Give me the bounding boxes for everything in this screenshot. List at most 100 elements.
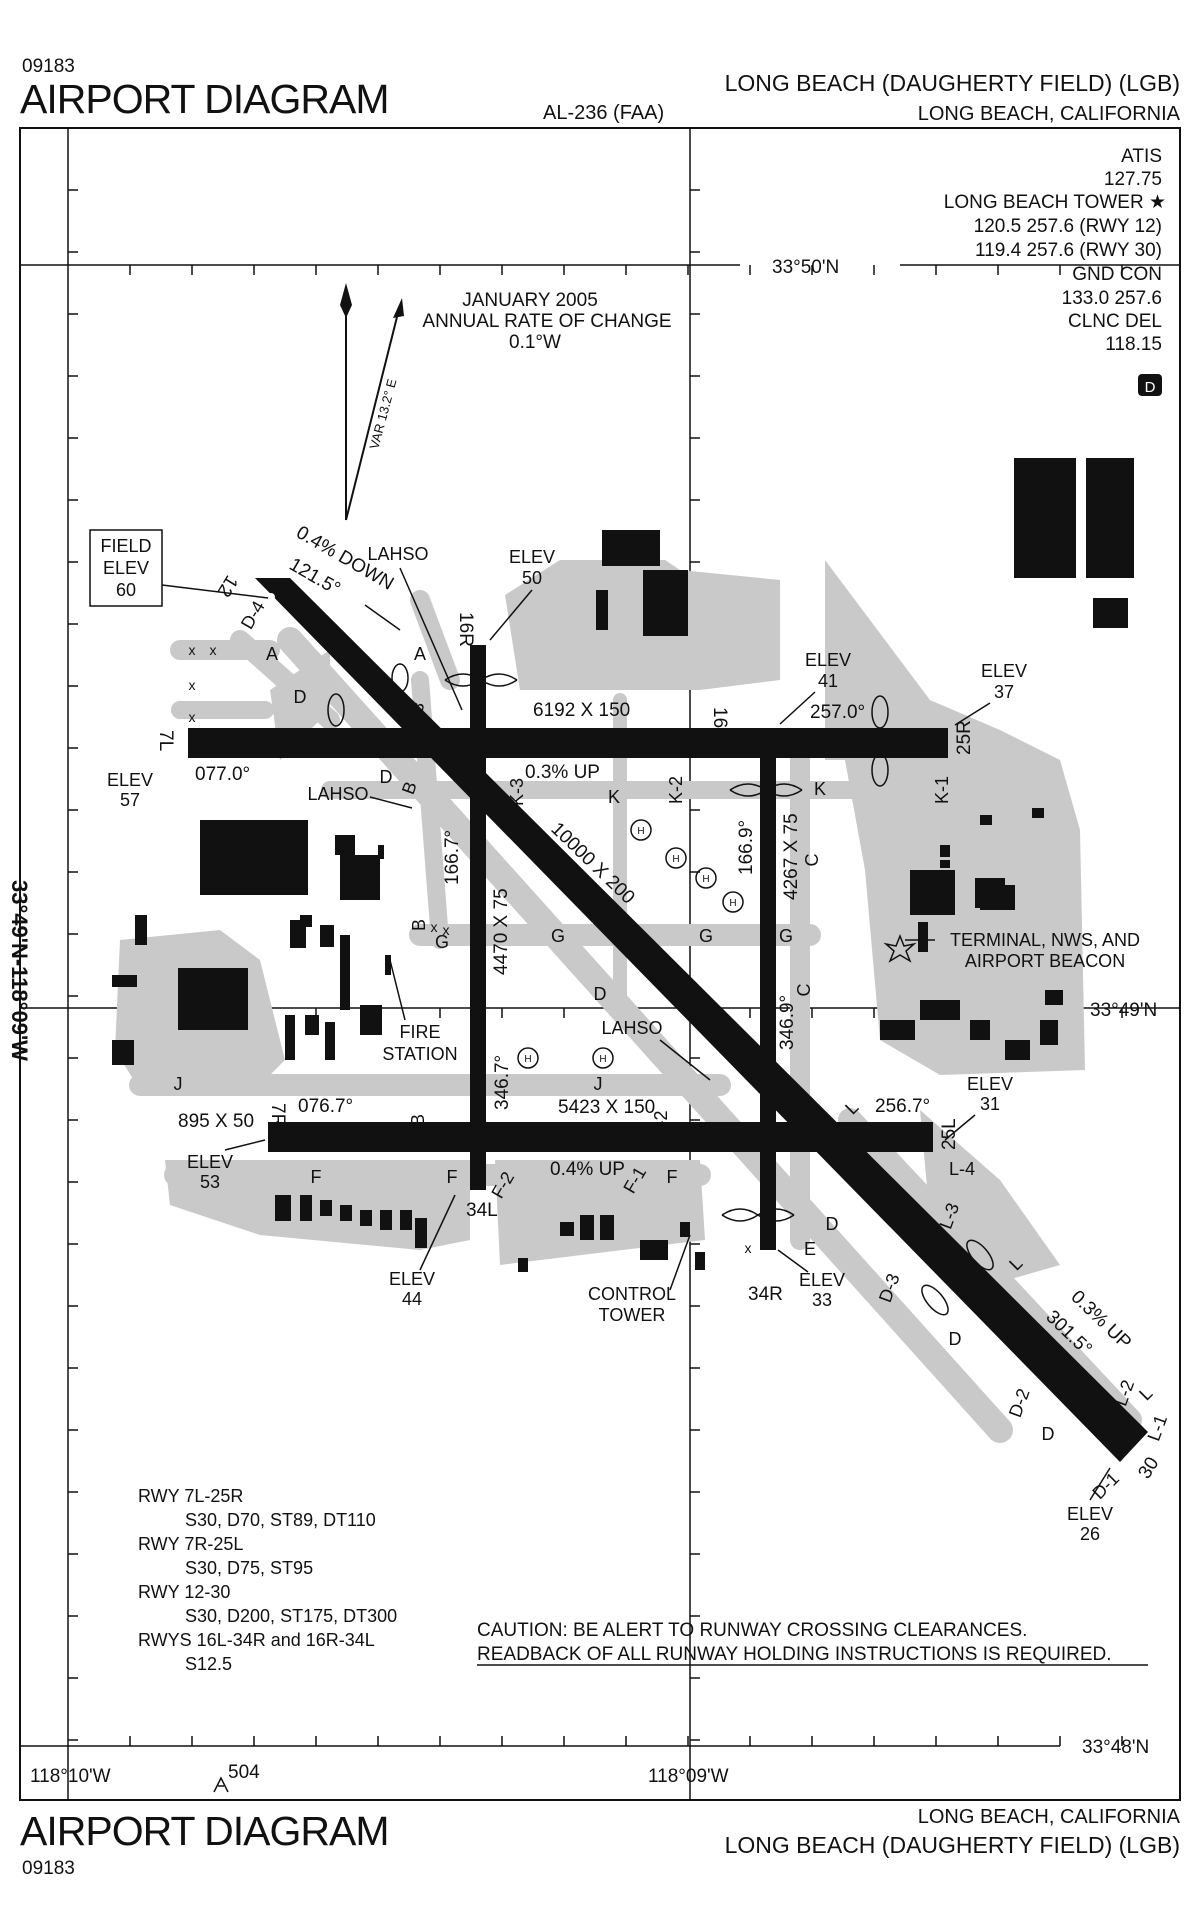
- lahso-symbol: [444, 673, 518, 687]
- atis-frequency: 127.75: [1104, 169, 1162, 190]
- runway-labels: 7L 25R 6192 X 150 077.0° 257.0° 7R 25L 5…: [155, 522, 1163, 1483]
- airport-name: LONG BEACH (DAUGHERTY FIELD) (LGB): [724, 70, 1180, 96]
- leader: [399, 567, 463, 711]
- rwy-strength-runway: RWY 12-30: [138, 1582, 230, 1602]
- building: [596, 590, 608, 630]
- building: [918, 922, 928, 952]
- field-elev-leader: [161, 584, 269, 599]
- rwy-16l-34r-size: 4267 X 75: [781, 813, 802, 900]
- leader: [364, 604, 401, 631]
- building: [380, 1210, 392, 1230]
- building: [560, 1222, 574, 1236]
- building: [340, 1205, 352, 1221]
- x-mark: x: [189, 709, 196, 725]
- elev-53: 53: [200, 1172, 220, 1192]
- taxiway-F-label: F: [447, 1167, 458, 1187]
- building: [378, 845, 384, 859]
- helipad-label: H: [599, 1054, 606, 1065]
- helipad: [592, 1047, 614, 1069]
- building: [340, 935, 350, 1010]
- building: [285, 1015, 295, 1060]
- building: [915, 895, 950, 901]
- building: [360, 1210, 372, 1226]
- taxiway-K-label: K: [814, 779, 826, 799]
- building: [200, 820, 308, 895]
- runway-12-30: [255, 578, 1148, 1462]
- building: [695, 1252, 705, 1270]
- rwy-16r-slope: 0.3% UP: [525, 762, 600, 783]
- building: [1093, 598, 1128, 628]
- field-elev-value: 60: [116, 580, 136, 600]
- building: [600, 1215, 614, 1240]
- footer-airport-name: LONG BEACH (DAUGHERTY FIELD) (LGB): [724, 1832, 1180, 1858]
- helipad-label: H: [637, 826, 644, 837]
- building: [1040, 1020, 1058, 1045]
- rwy-34r-label: 34R: [748, 1284, 783, 1305]
- elev-50: 50: [522, 568, 542, 588]
- east-apron: [825, 560, 1085, 1075]
- taxiway-G-label: G: [779, 926, 793, 946]
- taxiway-L1-label: L-1: [1144, 1412, 1172, 1443]
- building: [335, 835, 355, 855]
- margin-text: 33°49'N-118°09'W: [7, 880, 32, 1061]
- caution-line-1: CAUTION: BE ALERT TO RUNWAY CROSSING CLE…: [477, 1620, 1027, 1641]
- runway-7l-25r: [188, 728, 948, 758]
- elev-41: 41: [818, 671, 838, 691]
- lon-left: 118°10'W: [30, 1766, 111, 1787]
- taxiway-K1-label: K-1: [932, 776, 952, 804]
- building: [320, 1200, 332, 1216]
- field-elev-label-1: FIELD: [100, 536, 151, 556]
- tower-frequency-rwy12: 120.5 257.6 (RWY 12): [974, 216, 1162, 237]
- leader: [369, 796, 413, 809]
- caution-line-2: READBACK OF ALL RUNWAY HOLDING INSTRUCTI…: [477, 1644, 1112, 1665]
- building: [325, 1022, 335, 1060]
- leader: [669, 1234, 691, 1291]
- rwy-30-label: 30: [1134, 1454, 1163, 1483]
- rwy-7r-heading: 076.7°: [298, 1096, 353, 1117]
- chart-frame: [19, 127, 1181, 1801]
- airspace-badge-icon: [1138, 374, 1162, 396]
- taxiway-D1-label: D-1: [1088, 1468, 1123, 1503]
- fire-station-label-1: FIRE: [399, 1022, 440, 1042]
- south-apron: [495, 1160, 705, 1265]
- facility-leaders: [364, 567, 935, 1291]
- taxiway-L4-label: L-4: [949, 1159, 975, 1179]
- building: [112, 975, 137, 987]
- x-mark: x: [745, 1240, 752, 1256]
- lahso-label-north: LAHSO: [367, 544, 428, 564]
- elev-label: ELEV: [187, 1152, 233, 1172]
- lahso-symbol: [729, 783, 803, 797]
- field-elev-label-2: ELEV: [103, 558, 149, 578]
- elev-label: ELEV: [107, 770, 153, 790]
- leader: [779, 691, 816, 725]
- elev-44: 44: [402, 1289, 422, 1309]
- building: [300, 915, 312, 927]
- building: [385, 955, 391, 975]
- rwy-25r-label: 25R: [954, 720, 975, 755]
- taxiway-E-label: E: [804, 1239, 816, 1259]
- tower-label: LONG BEACH TOWER ★: [944, 192, 1166, 213]
- lat-bottom: 33°48'N: [1082, 1737, 1149, 1758]
- rwy-strength-value: S12.5: [185, 1654, 232, 1674]
- building: [580, 1215, 594, 1240]
- taxiway-G-label: G: [435, 932, 449, 952]
- building: [135, 915, 147, 945]
- north-arrow-group: VAR 13.2° E: [340, 283, 404, 521]
- taxiway-C-label: C: [794, 984, 814, 997]
- building: [340, 855, 380, 900]
- elev-label: ELEV: [981, 661, 1027, 681]
- city-state: LONG BEACH, CALIFORNIA: [917, 103, 1180, 125]
- leader: [954, 702, 991, 726]
- taxiway-D: [277, 627, 1013, 1443]
- airspace-badge: D: [1145, 379, 1156, 396]
- facility-labels: LAHSO LAHSO LAHSO TERMINAL, NWS, AND AIR…: [307, 544, 1140, 1325]
- taxiway-D-label: D: [594, 984, 607, 1004]
- building: [975, 878, 1005, 908]
- clearance-frequency: 118.15: [1105, 334, 1162, 355]
- terminal-buildings: [915, 808, 1063, 1045]
- elev-26: 26: [1080, 1524, 1100, 1544]
- building: [415, 1218, 427, 1248]
- clearance-label: CLNC DEL: [1068, 311, 1162, 332]
- building: [1086, 458, 1134, 578]
- taxiway-L2-label: L-2: [1111, 1377, 1139, 1408]
